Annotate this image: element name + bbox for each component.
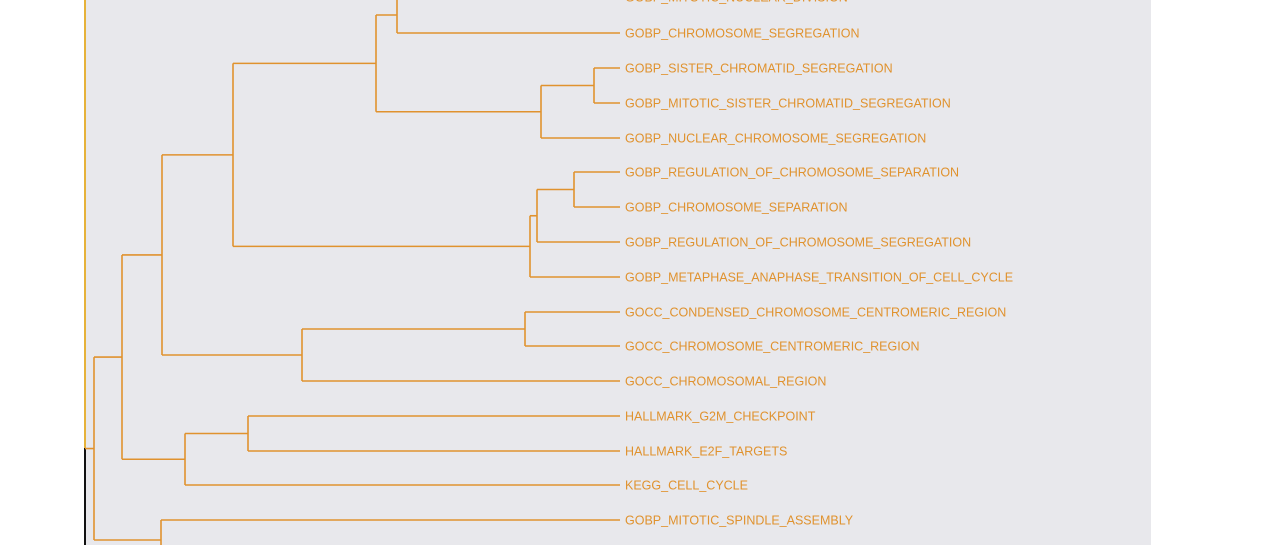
tip-label: GOBP_MITOTIC_NUCLEAR_DIVISION: [625, 0, 848, 5]
tree-branches: [85, 0, 620, 545]
tip-label: GOBP_NUCLEAR_CHROMOSOME_SEGREGATION: [625, 132, 926, 146]
tip-label: GOBP_CHROMOSOME_SEPARATION: [625, 201, 848, 215]
tip-label: HALLMARK_G2M_CHECKPOINT: [625, 410, 816, 424]
tip-label: GOCC_CHROMOSOME_CENTROMERIC_REGION: [625, 340, 919, 354]
tip-label: GOBP_MITOTIC_SPINDLE_ASSEMBLY: [625, 514, 854, 528]
tip-label: HALLMARK_E2F_TARGETS: [625, 445, 787, 459]
tip-label: KEGG_CELL_CYCLE: [625, 479, 748, 493]
tip-label: GOBP_REGULATION_OF_CHROMOSOME_SEPARATION: [625, 166, 959, 180]
tip-label: GOBP_SISTER_CHROMATID_SEGREGATION: [625, 62, 893, 76]
tip-label: GOCC_CONDENSED_CHROMOSOME_CENTROMERIC_RE…: [625, 306, 1006, 320]
tree-panel-background: [84, 0, 1151, 545]
tip-label: GOBP_CHROMOSOME_SEGREGATION: [625, 27, 860, 41]
tip-label: GOCC_CHROMOSOMAL_REGION: [625, 375, 826, 389]
tip-labels: GOBP_MITOTIC_NUCLEAR_DIVISION GOBP_CHROMO…: [625, 0, 1013, 528]
tip-label: GOBP_METAPHASE_ANAPHASE_TRANSITION_OF_CE…: [625, 271, 1013, 285]
tip-label: GOBP_MITOTIC_SISTER_CHROMATID_SEGREGATIO…: [625, 97, 951, 111]
tip-label: GOBP_REGULATION_OF_CHROMOSOME_SEGREGATIO…: [625, 236, 971, 250]
